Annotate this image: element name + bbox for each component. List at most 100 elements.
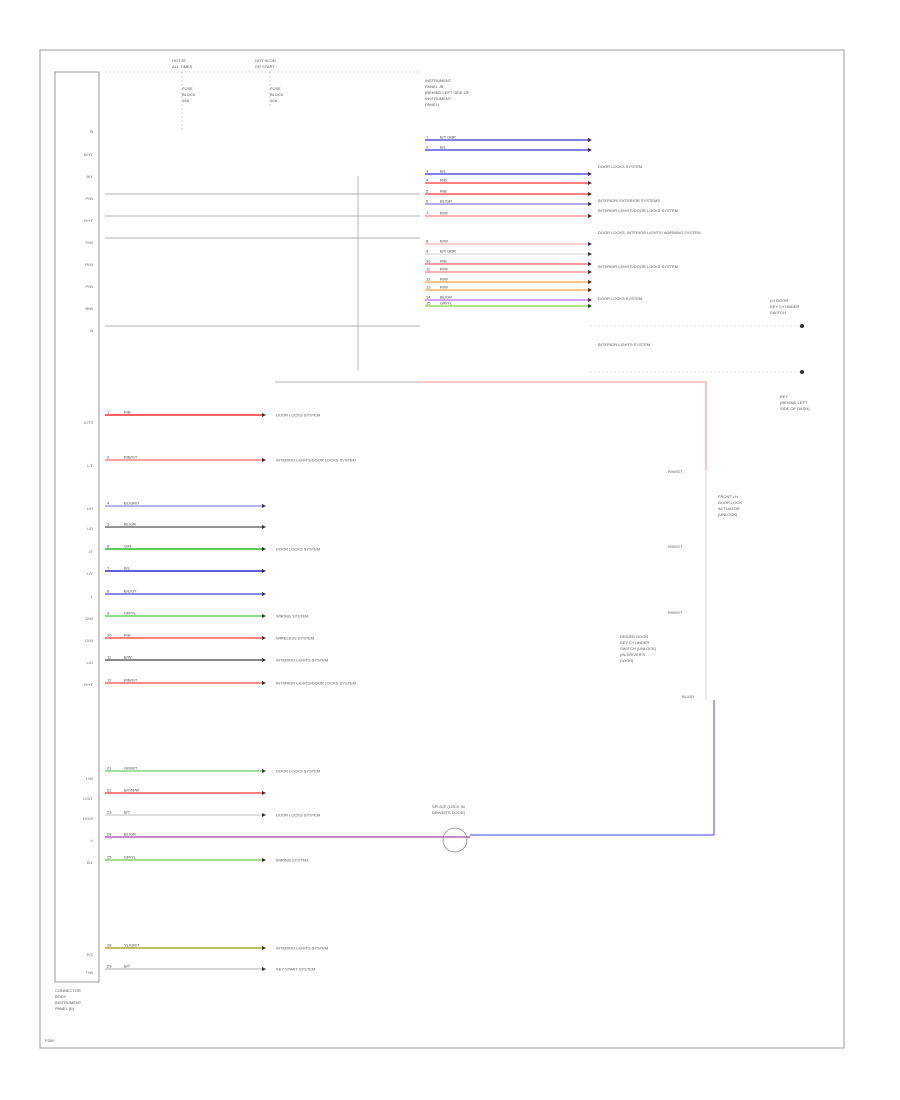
upper-sys-0: DOOR LOCKS SYSTEM <box>598 164 642 169</box>
upper-sys-1: INTERIOR/ EXTERIOR SYSTEMS <box>598 198 660 203</box>
upper-wire-color: B/T GBR <box>440 135 456 140</box>
upper-wire-color: BL/GR <box>440 199 452 204</box>
left-pin-label: L/G/S <box>83 816 94 821</box>
upper-wire-color: R/B <box>440 178 447 183</box>
lower-wire-pin: 1 <box>107 410 110 415</box>
lower-wire-pin: 28 <box>107 943 112 948</box>
unlock-sw-l1: DRIVER DOOR <box>620 634 648 639</box>
lower-wire-pin: 25 <box>107 855 112 860</box>
upper-wire-pin: 15 <box>426 301 431 306</box>
upper-sys-3: DOOR LOCKS, INTERIOR LIGHTS/ WARNING SYS… <box>598 230 701 235</box>
lower-wire-color: YL/GR/T <box>124 943 140 948</box>
ipdm-l1: INSTRUMENT <box>425 78 452 83</box>
fuse-a-l1: FUSE <box>182 86 193 91</box>
conn-mid-l3: SIDE OF DASH) <box>780 406 810 411</box>
lower-wire-color: B/L <box>124 566 131 571</box>
lower-wire-color: R/B/GT <box>124 678 138 683</box>
lower-wire-color: R/B <box>124 633 131 638</box>
splice-symbol <box>442 827 468 853</box>
left-pin-labels: BB/YTB/YP/WB/YTP/WR/WP/WB/WBG/TSL/TL/RL/… <box>83 129 94 975</box>
lower-wire-pin: 9 <box>107 611 110 616</box>
conn-mid-l1: KEY <box>780 394 788 399</box>
lower-wire-color: GR/YL <box>124 611 137 616</box>
lower-wire-pin: 29 <box>107 964 112 969</box>
upper-sys-6: INTERIOR LIGHTS SYSTEM <box>598 342 650 347</box>
connector-l3: INSTRUMENT <box>55 1000 82 1005</box>
left-pin-label: L/G <box>87 660 93 665</box>
left-pin-label: B <box>90 328 93 333</box>
upper-sys-2: INTERIOR LIGHTS/DOOR LOCKS SYSTEM <box>598 208 678 213</box>
left-pin-label: B/L <box>87 860 94 865</box>
ipdm-l3: (BEHIND LEFT SIDE OF <box>425 90 470 95</box>
lower-wire-system: INTERIOR LIGHTS SYSTEM <box>276 658 328 663</box>
upper-wire-color: R/W <box>440 211 448 216</box>
upper-wire-pin: 13 <box>426 285 431 290</box>
upper-wire-color: R/B <box>440 259 447 264</box>
left-pin-label: L/G <box>87 526 93 531</box>
hot-start-label: HOT AT <box>172 58 187 63</box>
unlock-sw-l3: SWITCH (UNLOCK) <box>620 646 657 651</box>
left-pin-label: B <box>90 129 93 134</box>
upper-wire-pin: 5 <box>426 189 429 194</box>
left-pin-label: P/W <box>85 240 93 245</box>
conn-top-l3: SWITCH <box>770 310 786 315</box>
left-pin-label: B/Y <box>87 174 94 179</box>
upper-wire-color: R/W <box>440 239 448 244</box>
upper-system-labels: DOOR LOCKS SYSTEM INTERIOR/ EXTERIOR SYS… <box>598 164 701 347</box>
door-switch-l1: FRONT LH <box>718 494 738 499</box>
upper-wire-color: B/T GBR <box>440 249 456 254</box>
lower-wire-system: DOOR LOCKS SYSTEM <box>276 769 320 774</box>
unlock-sw-l4: (IN DRIVER'S <box>620 652 645 657</box>
left-pin-label: V <box>90 838 93 843</box>
upper-wire-pin: 14 <box>426 295 431 300</box>
upper-wire-color: B/L <box>440 145 447 150</box>
splice-l2: DRIVER'S DOOR) <box>432 810 466 815</box>
header-labels: HOT AT ALL TIMES HOT IN ON OR START FUSE… <box>172 58 470 107</box>
upper-wire-pin: 2 <box>426 145 429 150</box>
left-pin-label: L/Y <box>87 571 93 576</box>
left-pin-label: B/YT <box>84 218 93 223</box>
left-pin-label: G/W <box>85 638 93 643</box>
unlock-sw-l5: DOOR) <box>620 658 634 663</box>
connector-block <box>54 71 100 983</box>
upper-wire: 2 B/L <box>425 145 592 152</box>
lower-wire-color: R/B <box>124 410 131 415</box>
lower-wire-color: B/W <box>124 655 132 660</box>
upper-wire-pin: 12 <box>426 277 431 282</box>
ipdm-l4: INSTRUMENT <box>425 96 452 101</box>
hot-run-label: HOT IN ON <box>255 58 276 63</box>
lower-wire-color: BL/GR <box>124 522 136 527</box>
upper-wire-pin: 1 <box>426 135 429 140</box>
lower-wire-color: GR/YL <box>124 855 137 860</box>
unlock-sw-l2: KEY CYLINDER <box>620 640 649 645</box>
left-pin-label: L/W <box>86 776 93 781</box>
upper-wire-color: R/W <box>440 267 448 272</box>
upper-wire-color: B/L <box>440 169 447 174</box>
lower-wire-system: DOOR LOCKS SYSTEM <box>276 413 320 418</box>
lower-wire-system: KEY START SYSTEM <box>276 967 315 972</box>
lower-wire-color: B/T/R/W <box>124 788 139 793</box>
upper-sys-4: INTERIOR LIGHTS/DOOR LOCKS SYSTEM <box>598 264 678 269</box>
left-pin-label: P/W <box>85 284 93 289</box>
upper-wire-color: R/W <box>440 285 448 290</box>
lower-wire-color: G/R <box>124 544 131 549</box>
